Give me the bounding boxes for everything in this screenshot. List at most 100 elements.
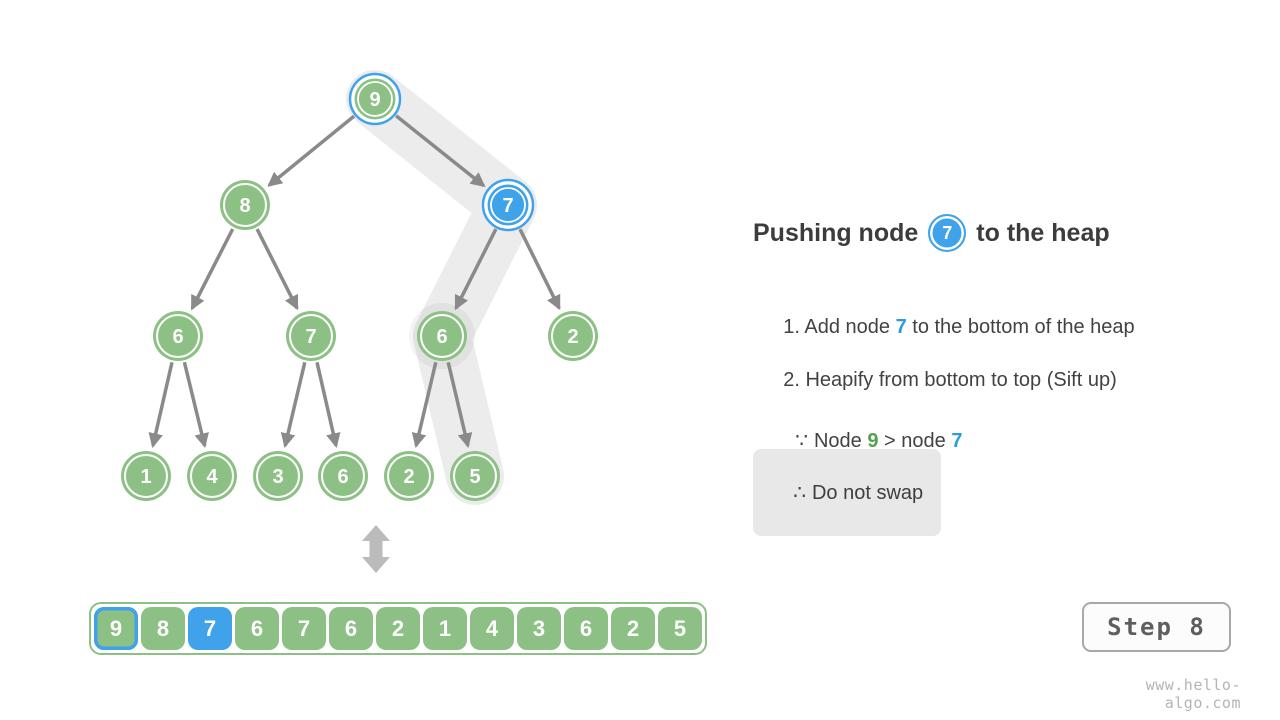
tree-node: 7: [286, 311, 336, 361]
tree-edge: [182, 361, 209, 449]
node-disc: [121, 451, 171, 501]
tree-node: 6: [153, 311, 203, 361]
heap-array: 9 8 7 6 7 6 2 1 4 3 6 2 5: [89, 602, 707, 655]
tree-edge: [518, 228, 561, 311]
tree-node: 1: [121, 451, 171, 501]
tree-node: 6: [417, 311, 467, 361]
node-disc: [384, 451, 434, 501]
tree-node: 2: [384, 451, 434, 501]
array-cell: 6: [235, 607, 279, 650]
tree-edge: [280, 361, 307, 448]
node-inner-ring: [490, 187, 526, 223]
node-inner-ring: [551, 314, 595, 358]
tree-node-inserted: 7: [481, 178, 535, 232]
highlight-value-blue: 7: [951, 430, 963, 452]
tree-edge: [255, 228, 299, 311]
node-inner-ring: [156, 314, 200, 358]
node-disc: [286, 311, 336, 361]
node-inner-ring: [289, 314, 333, 358]
tree-edge: [315, 361, 341, 448]
node-disc: [187, 451, 237, 501]
tree-node: 4: [187, 451, 237, 501]
node-disc: [417, 311, 467, 361]
node-disc: [487, 184, 529, 226]
conclusion-badge: ∴Do not swap: [753, 449, 942, 536]
up-down-arrow-icon: [362, 525, 390, 573]
node-disc: [548, 311, 598, 361]
tree-edge: [190, 228, 235, 311]
tree-node: 6: [318, 451, 368, 501]
array-cell: 9: [94, 607, 138, 650]
highlight-value-green: 9: [867, 430, 879, 452]
node-disc: [318, 451, 368, 501]
step-list-item-2: 2. Heapify from bottom to top (Sift up): [783, 369, 1117, 391]
title-node-value: 7: [942, 222, 953, 243]
title-suffix: to the heap: [976, 218, 1110, 247]
array-cell: 8: [141, 607, 185, 650]
title-prefix: Pushing node: [753, 218, 919, 247]
tree-edge: [411, 361, 438, 448]
tree-node-value: 5: [469, 466, 480, 488]
tree-edge: [446, 361, 473, 448]
node-inner-ring: [321, 454, 365, 498]
node-disc: [354, 78, 396, 120]
heap-tree-diagram: 9 8 7 6 7 6 2: [121, 70, 598, 573]
therefore-symbol: ∴: [793, 482, 806, 504]
array-cell: 3: [517, 607, 561, 650]
tree-node: 2: [548, 311, 598, 361]
array-cell: 5: [658, 607, 702, 650]
node-inner-ring: [124, 454, 168, 498]
node-inner-ring: [387, 454, 431, 498]
tree-node-value: 4: [206, 466, 218, 488]
tree-edge: [148, 361, 174, 448]
node-disc: [220, 180, 270, 230]
tree-edge: [395, 114, 486, 188]
array-cell: 6: [564, 607, 608, 650]
tree-node-root: 9: [348, 72, 402, 126]
node-inner-ring: [256, 454, 300, 498]
node-inner-ring: [223, 183, 267, 227]
array-cell: 2: [376, 607, 420, 650]
node-disc: [253, 451, 303, 501]
list-number: 2.: [783, 369, 800, 391]
tree-node-value: 7: [502, 195, 513, 217]
array-cell: 1: [423, 607, 467, 650]
step-counter-button[interactable]: Step 8: [1082, 602, 1231, 652]
node-inner-ring: [420, 314, 464, 358]
page-title: Pushing node 7 to the heap: [753, 211, 1110, 255]
because-symbol: ∵: [795, 430, 808, 452]
tree-node-value: 2: [567, 326, 578, 348]
tree-node-value: 3: [272, 466, 283, 488]
node-inner-ring: [190, 454, 234, 498]
tree-node-value: 6: [172, 326, 183, 348]
title-node-badge: 7: [928, 214, 967, 252]
array-cell: 7: [282, 607, 326, 650]
array-cell: 6: [329, 607, 373, 650]
array-cell: 2: [611, 607, 655, 650]
tree-node-value: 9: [369, 89, 380, 111]
tree-node: 8: [220, 180, 270, 230]
tree-node-value: 2: [403, 466, 414, 488]
tree-edge: [454, 228, 498, 311]
tree-edges: [148, 114, 561, 449]
node-inner-ring: [453, 454, 497, 498]
sift-path-highlight: [346, 70, 537, 505]
array-cell: 7: [188, 607, 232, 650]
highlight-value-blue: 7: [895, 316, 907, 338]
tree-node-value: 8: [239, 195, 250, 217]
tree-node-value: 6: [337, 466, 348, 488]
tree-node-value: 1: [140, 466, 151, 488]
tree-node-value: 6: [436, 326, 447, 348]
because-statement: ∵Node 9 > node 7: [795, 430, 963, 452]
array-cell: 4: [470, 607, 514, 650]
tree-node: 3: [253, 451, 303, 501]
node-disc: [450, 451, 500, 501]
step-list-item-1: 1. Add node 7 to the bottom of the heap: [783, 316, 1135, 338]
node-disc: [153, 311, 203, 361]
tree-edge: [267, 114, 356, 187]
tree-node: 5: [450, 451, 500, 501]
node-inner-ring: [357, 81, 393, 117]
tree-node-value: 7: [305, 326, 316, 348]
watermark: www.hello-algo.com: [1145, 676, 1241, 712]
